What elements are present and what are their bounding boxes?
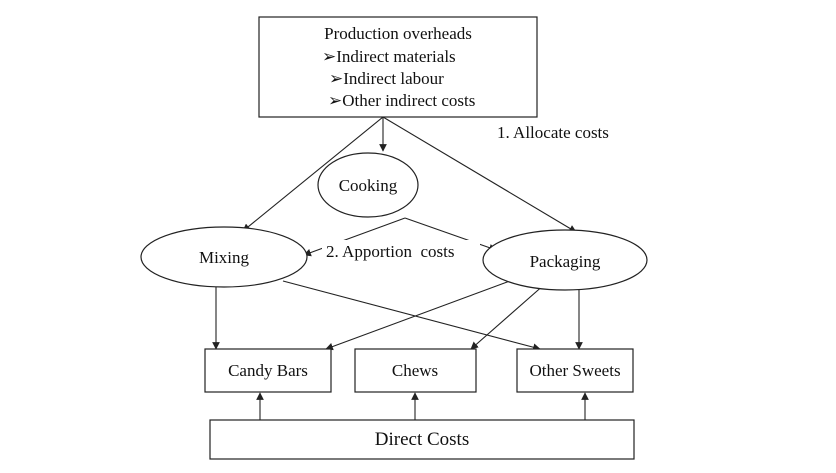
arrow-overheads-to-mixing [242,116,384,232]
mixing-node: Mixing [140,226,308,288]
packaging-label: Packaging [530,252,601,271]
direct-costs-node: Direct Costs [209,419,635,460]
overheads-item-1: ➢Indirect materials [322,47,456,66]
production-overheads-node: Production overheads ➢Indirect materials… [258,16,538,118]
edges [212,116,589,420]
arrow-packaging-to-chews [470,283,546,350]
overheads-item-label: Other indirect costs [342,91,475,110]
candy-bars-node: Candy Bars [204,348,332,393]
overheads-item-2: ➢Indirect labour [329,69,444,88]
overheads-item-3: ➢Other indirect costs [328,91,475,110]
bullet-arrow-icon: ➢ [329,69,343,88]
arrow-packaging-to-candy-bars [325,277,519,351]
mixing-label: Mixing [199,248,250,267]
arrow-cooking-to-packaging [404,217,497,252]
chews-label: Chews [392,361,438,380]
arrow-mixing-to-other-sweets [282,280,541,351]
bullet-arrow-icon: ➢ [322,47,336,66]
overheads-item-label: Indirect materials [336,47,455,66]
overheads-item-label: Indirect labour [343,69,444,88]
packaging-node: Packaging [482,229,648,291]
allocate-costs-label: 1. Allocate costs [497,123,609,142]
direct-costs-label: Direct Costs [375,429,469,450]
cooking-node: Cooking [317,152,419,218]
cooking-label: Cooking [339,176,398,195]
apportion-costs-label: 2. Apportion costs [326,242,454,261]
candy-bars-label: Candy Bars [228,361,308,380]
arrow-cooking-to-mixing [303,217,406,257]
bullet-arrow-icon: ➢ [328,91,342,110]
other-sweets-node: Other Sweets [516,348,634,393]
other-sweets-label: Other Sweets [529,361,620,380]
arrow-overheads-to-packaging [382,116,577,233]
apportion-label-backdrop [322,240,480,262]
chews-node: Chews [354,348,477,393]
overheads-title: Production overheads [324,24,472,43]
